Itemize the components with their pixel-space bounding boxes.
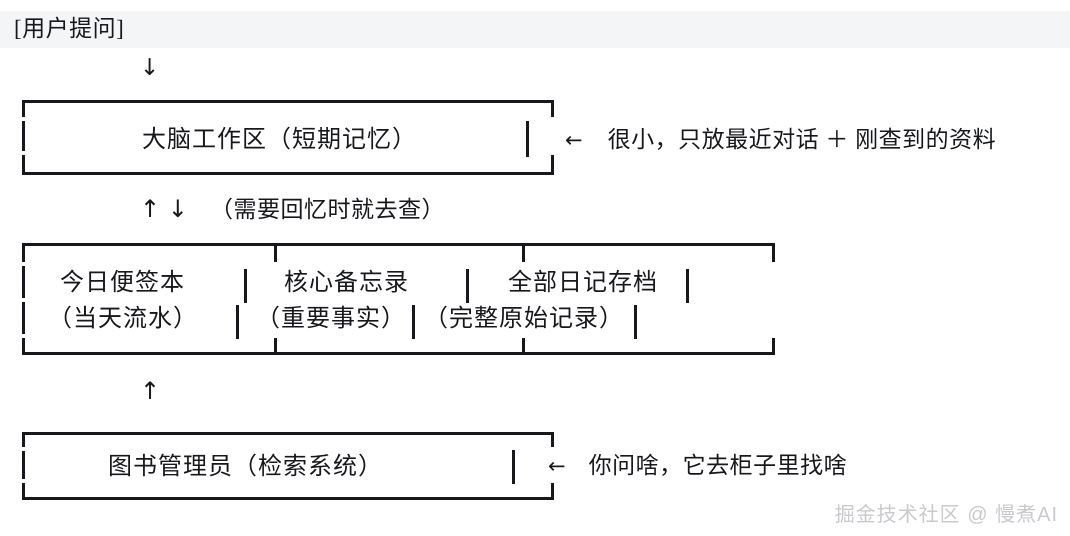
box-edge-right: [772, 246, 775, 262]
arrow-bidirectional-memory: ↑ ↓: [140, 195, 188, 223]
left-arrow-icon: ←: [565, 128, 584, 152]
box-edge-right: [551, 435, 554, 447]
box-edge-right: [551, 483, 554, 497]
memory-column-title-2: 全部日记存档: [508, 270, 658, 296]
working-memory-box: [22, 100, 554, 175]
librarian-annotation: ← 你问啥，它去柜子里找啥: [548, 452, 847, 480]
memory-column-title-0: 今日便签本: [60, 270, 185, 296]
box-edge-right: [551, 155, 554, 172]
memory-column-subtitle-1: （重要事实）: [256, 306, 406, 332]
memory-row-pipe: [466, 269, 469, 303]
working-memory-annotation-text: 很小，只放最近对话 ＋ 刚查到的资料: [607, 127, 997, 152]
box-edge-left: [22, 302, 25, 334]
memory-column-subtitle-0: （当天流水）: [48, 306, 198, 332]
box-edge-top: [22, 243, 775, 246]
box-edge-left: [22, 103, 25, 117]
box-edge-top: [22, 100, 554, 103]
box-edge-left: [22, 338, 25, 352]
column-separator: [522, 246, 525, 262]
memory-store-box: [22, 243, 775, 355]
left-arrow-icon: ←: [548, 454, 567, 478]
box-edge-bottom: [22, 497, 554, 500]
box-edge-left: [22, 435, 25, 447]
librarian-box: [22, 432, 554, 500]
watermark: 掘金技术社区 @ 慢煮AI: [834, 504, 1058, 526]
bidirectional-note: （需要回忆时就去查）: [210, 197, 445, 222]
box-edge-bottom: [22, 172, 554, 175]
box-edge-left: [22, 483, 25, 497]
box-edge-left: [22, 246, 25, 262]
box-edge-right: [551, 103, 554, 117]
header-band: [0, 11, 1070, 48]
column-separator: [274, 338, 277, 352]
librarian-annotation-text: 你问啥，它去柜子里找啥: [588, 453, 848, 478]
working-memory-inner-pipe: [526, 121, 529, 157]
memory-row-pipe: [634, 305, 637, 339]
arrow-up-from-librarian: ↑: [140, 377, 161, 405]
memory-row-pipe: [244, 269, 247, 303]
memory-row-pipe: [236, 305, 239, 339]
memory-row-pipe: [686, 269, 689, 303]
librarian-inner-pipe: [512, 450, 515, 484]
box-edge-left: [22, 155, 25, 172]
box-edge-top: [22, 432, 554, 435]
working-memory-title: 大脑工作区（短期记忆）: [142, 127, 417, 153]
box-edge-bottom: [22, 352, 775, 355]
working-memory-annotation: ← 很小，只放最近对话 ＋ 刚查到的资料: [565, 126, 996, 154]
box-edge-left: [22, 121, 25, 151]
box-edge-left: [22, 266, 25, 298]
memory-column-subtitle-2: （完整原始记录）: [424, 306, 624, 332]
column-separator: [274, 246, 277, 262]
memory-column-title-1: 核心备忘录: [284, 270, 409, 296]
user-question-label: [用户提问]: [14, 16, 125, 41]
column-separator: [522, 338, 525, 352]
box-edge-right: [772, 338, 775, 352]
librarian-title: 图书管理员（检索系统）: [108, 454, 383, 480]
box-edge-left: [22, 451, 25, 479]
arrow-down-to-working-memory: ↓: [140, 55, 160, 81]
memory-row-pipe: [412, 305, 415, 339]
